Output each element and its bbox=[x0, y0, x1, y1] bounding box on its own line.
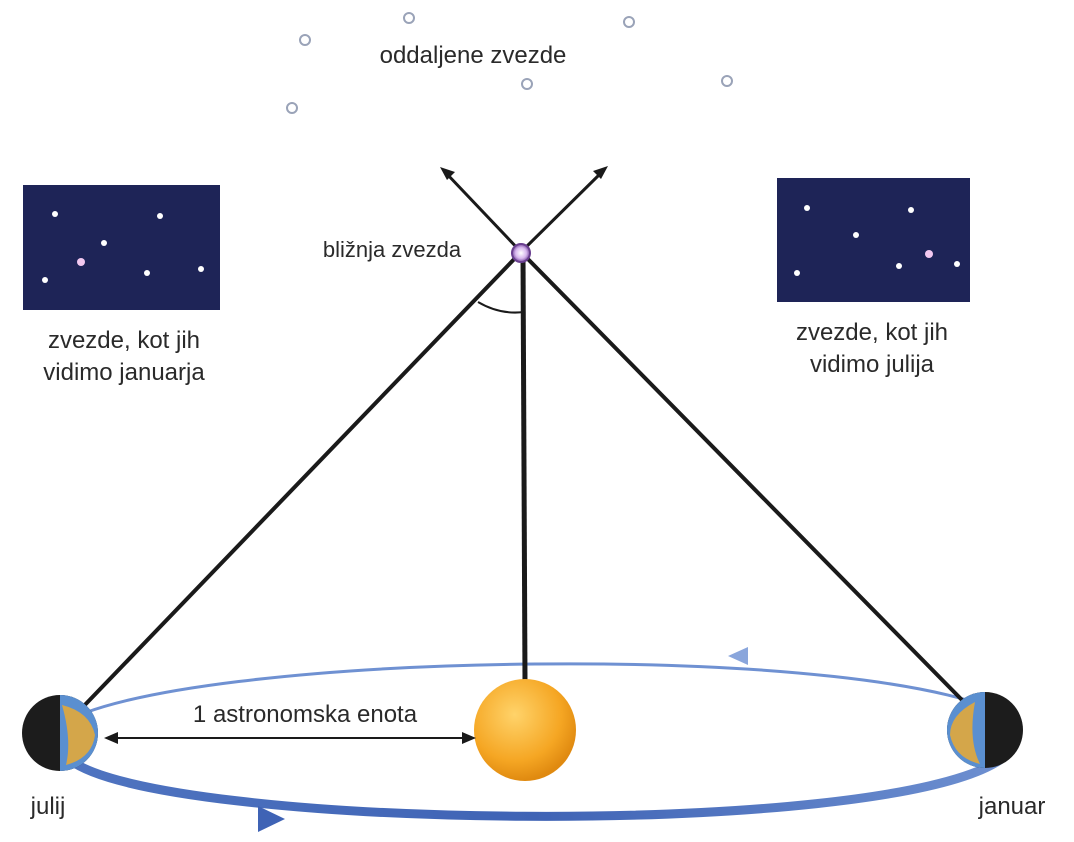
july-label: julij bbox=[30, 793, 66, 820]
sky-star bbox=[101, 240, 107, 246]
sky-star bbox=[144, 270, 150, 276]
july-sky-panel bbox=[777, 178, 970, 302]
sky-star bbox=[42, 277, 48, 283]
orbit-front-arrow bbox=[258, 806, 285, 832]
distant-stars-label: oddaljene zvezde bbox=[380, 42, 567, 69]
january-view-label-line1: zvezde, kot jih bbox=[48, 327, 200, 354]
distant-star bbox=[721, 75, 733, 87]
january-view-label-line2: vidimo januarja bbox=[43, 359, 205, 386]
distant-star bbox=[299, 34, 311, 46]
nearby-star bbox=[511, 243, 531, 263]
sight-lines bbox=[78, 170, 964, 712]
nearby-star-label: bližnja zvezda bbox=[323, 237, 462, 262]
orbit-back bbox=[57, 662, 1019, 728]
extended-sight-line-left bbox=[444, 171, 523, 254]
sky-star bbox=[157, 213, 163, 219]
earth-july bbox=[22, 695, 98, 771]
sky-star bbox=[896, 263, 902, 269]
sky-star bbox=[52, 211, 58, 217]
distance-arrowhead-left bbox=[104, 732, 118, 744]
earth-july-land bbox=[62, 705, 95, 765]
arrowhead-right bbox=[593, 166, 608, 179]
distant-stars bbox=[286, 12, 733, 114]
orbit-back-arrow bbox=[728, 647, 748, 665]
sky-star bbox=[198, 266, 204, 272]
january-sky-background bbox=[23, 185, 220, 310]
arrowhead-left bbox=[440, 167, 455, 180]
orbit-front bbox=[65, 755, 1005, 821]
sky-star bbox=[908, 207, 914, 213]
january-sky-panel bbox=[23, 185, 220, 310]
sun bbox=[474, 679, 576, 781]
distance-arrow bbox=[104, 732, 476, 744]
january-label: januar bbox=[978, 793, 1046, 820]
distant-star bbox=[623, 16, 635, 28]
sky-star bbox=[804, 205, 810, 211]
distance-arrowhead-right bbox=[462, 732, 476, 744]
distant-star bbox=[403, 12, 415, 24]
july-view-label-line1: zvezde, kot jih bbox=[796, 319, 948, 346]
sky-star bbox=[794, 270, 800, 276]
parallax-angle-arc bbox=[477, 301, 525, 314]
sight-line-sun bbox=[520, 254, 528, 683]
sky-star bbox=[954, 261, 960, 267]
sight-line-january bbox=[519, 250, 964, 702]
sky-nearby-star bbox=[77, 258, 85, 266]
july-sky-background bbox=[777, 178, 970, 302]
july-view-label-line2: vidimo julija bbox=[810, 351, 935, 378]
distant-star bbox=[286, 102, 298, 114]
distant-star bbox=[521, 78, 533, 90]
sight-line-july bbox=[78, 250, 523, 712]
sky-nearby-star bbox=[925, 250, 933, 258]
sky-star bbox=[853, 232, 859, 238]
earth-january-land bbox=[950, 702, 980, 764]
extended-sight-line-right bbox=[519, 170, 604, 254]
earth-january bbox=[947, 692, 1023, 768]
astronomical-unit-label: 1 astronomska enota bbox=[193, 701, 418, 728]
